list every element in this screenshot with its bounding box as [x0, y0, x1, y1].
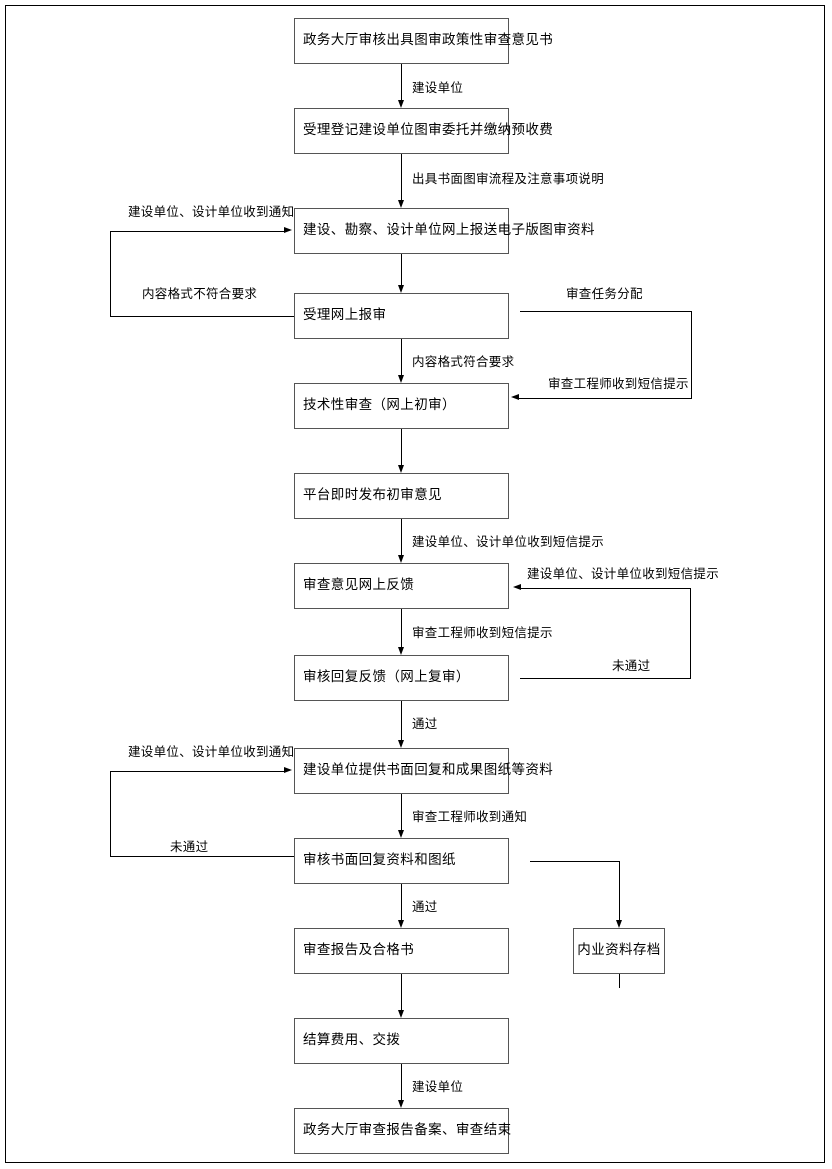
- node-construction-unit-provides-written-reply: 建设单位提供书面回复和成果图纸等资料: [294, 748, 553, 794]
- edge-label-loop2-top: 审查任务分配: [566, 286, 643, 301]
- node-accept-online-submission: 受理网上报审: [294, 293, 509, 339]
- connector-n6-n7: [401, 519, 402, 555]
- node-accept-registration-drawing-review-entrust: 受理登记建设单位图审委托并缴纳预收费: [294, 108, 553, 154]
- loop3-top-line: [521, 588, 691, 589]
- connector-n2-n3: [401, 154, 402, 200]
- arrowhead-n7-n8: [398, 647, 404, 655]
- loop3-bottom-line: [520, 678, 690, 679]
- archive-branch-vertical: [619, 861, 620, 920]
- edge-label-loop4-bottom: 未通过: [170, 839, 209, 854]
- arrowhead-n10-n11: [398, 920, 404, 928]
- edge-label-pass-1: 通过: [412, 716, 438, 731]
- loop1-bottom-line: [110, 316, 294, 317]
- arrowhead-n5-n6: [398, 465, 404, 473]
- loop2-right-line: [691, 311, 692, 398]
- arrowhead-loop3: [513, 584, 521, 590]
- connector-n7-n8: [401, 609, 402, 647]
- loop3-right-line: [690, 588, 691, 679]
- edge-label-written-process-notes: 出具书面图审流程及注意事项说明: [412, 171, 605, 186]
- node-settle-fee-and-handover: 结算费用、交拨: [294, 1018, 509, 1064]
- archive-tail: [619, 974, 620, 988]
- arrowhead-n6-n7: [398, 555, 404, 563]
- arrowhead-n11-n12: [398, 1010, 404, 1018]
- arrowhead-n1-n2: [398, 100, 404, 108]
- edge-label-loop1-bottom: 内容格式不符合要求: [142, 286, 258, 301]
- edge-label-construction-unit-2: 建设单位: [412, 1079, 464, 1094]
- edge-label-loop3-top: 建设单位、设计单位收到短信提示: [527, 566, 720, 581]
- node-review-reply-feedback-online-recheck: 审核回复反馈（网上复审）: [294, 655, 509, 701]
- edge-label-engineer-receives-sms: 审查工程师收到短信提示: [412, 625, 553, 640]
- edge-label-loop1-top: 建设单位、设计单位收到通知: [128, 204, 295, 219]
- edge-label-loop3-bottom: 未通过: [612, 658, 651, 673]
- arrowhead-n3-n4: [398, 285, 404, 293]
- arrowhead-n4-n5: [398, 375, 404, 383]
- arrowhead-loop1: [284, 227, 292, 233]
- page-border: [5, 5, 825, 1163]
- connector-n12-n13: [401, 1064, 402, 1100]
- loop1-top-line: [110, 231, 286, 232]
- connector-n11-n12: [401, 974, 402, 1010]
- arrowhead-n2-n3: [398, 200, 404, 208]
- node-technical-review-online-first: 技术性审查（网上初审）: [294, 383, 509, 429]
- edge-label-format-compliant: 内容格式符合要求: [412, 354, 515, 369]
- node-review-written-reply-and-drawings: 审核书面回复资料和图纸: [294, 838, 509, 884]
- archive-branch-horizontal: [530, 861, 619, 862]
- edge-label-construction-unit-1: 建设单位: [412, 80, 464, 95]
- loop4-top-line: [110, 771, 286, 772]
- node-government-hall-policy-review-opinion: 政务大厅审核出具图审政策性审查意见书: [294, 18, 553, 64]
- node-review-opinion-online-feedback: 审查意见网上反馈: [294, 563, 509, 609]
- connector-n4-n5: [401, 339, 402, 375]
- connector-n1-n2: [401, 64, 402, 100]
- edge-label-loop4-top: 建设单位、设计单位收到通知: [128, 744, 295, 759]
- connector-n9-n10: [401, 794, 402, 830]
- arrowhead-n12-n13: [398, 1100, 404, 1108]
- node-internal-material-archive: 内业资料存档: [573, 928, 665, 974]
- node-review-report-and-certificate: 审查报告及合格书: [294, 928, 509, 974]
- loop1-left-line: [110, 231, 111, 317]
- loop4-left-line: [110, 771, 111, 857]
- node-platform-publish-first-opinion: 平台即时发布初审意见: [294, 473, 509, 519]
- edge-label-loop2-bottom: 审查工程师收到短信提示: [548, 376, 689, 391]
- connector-n3-n4: [401, 254, 402, 285]
- edge-label-units-receive-sms-1: 建设单位、设计单位收到短信提示: [412, 534, 605, 549]
- connector-n8-n9: [401, 701, 402, 740]
- loop4-bottom-line: [110, 856, 294, 857]
- arrowhead-loop4: [284, 767, 292, 773]
- connector-n5-n6: [401, 429, 402, 465]
- connector-n10-n11: [401, 884, 402, 920]
- edge-label-engineer-receives-notice: 审查工程师收到通知: [412, 809, 528, 824]
- arrowhead-loop2: [511, 394, 519, 400]
- node-units-submit-electronic-materials-online: 建设、勘察、设计单位网上报送电子版图审资料: [294, 208, 595, 254]
- arrowhead-n8-n9: [398, 740, 404, 748]
- edge-label-pass-2: 通过: [412, 899, 438, 914]
- node-government-hall-report-filing-end: 政务大厅审查报告备案、审查结束: [294, 1108, 511, 1154]
- loop2-top-line: [520, 311, 692, 312]
- arrowhead-archive: [616, 920, 622, 928]
- loop2-bottom-line: [519, 398, 692, 399]
- arrowhead-n9-n10: [398, 830, 404, 838]
